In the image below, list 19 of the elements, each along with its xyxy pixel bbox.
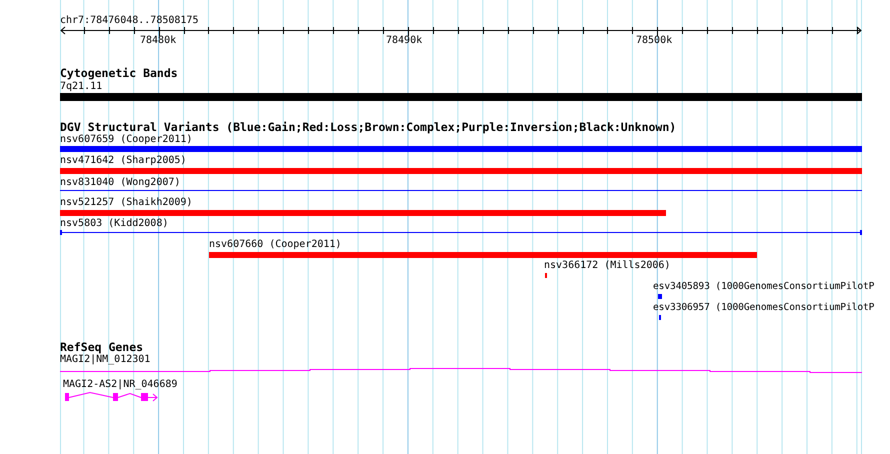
track-heading: Cytogenetic Bands	[60, 67, 178, 80]
track-heading: DGV Structural Variants (Blue:Gain;Red:Loss;Brown:Complex;Purple:Inversion;Black:Unknown)	[60, 121, 676, 134]
feature-label: nsv521257 (Shaikh2009)	[60, 197, 192, 208]
feature-label: nsv607659 (Cooper2011)	[60, 134, 192, 145]
tick-label: 78480k	[140, 35, 176, 46]
tick-label: 78500k	[636, 35, 672, 46]
feature-label: nsv366172 (Mills2006)	[544, 260, 670, 271]
coordinate-label: chr7:78476048..78508175	[60, 15, 198, 26]
feature-label: nsv5803 (Kidd2008)	[60, 218, 168, 229]
feature-label: 7q21.11	[60, 81, 102, 92]
feature-label: MAGI2|NM_012301	[60, 354, 150, 365]
feature-label: esv3405893 (1000GenomesConsortiumPilotP	[653, 281, 874, 292]
feature-label: nsv471642 (Sharp2005)	[60, 155, 186, 166]
feature-label: nsv831040 (Wong2007)	[60, 177, 180, 188]
tick-label: 78490k	[386, 35, 422, 46]
feature-label: nsv607660 (Cooper2011)	[209, 239, 342, 250]
track-heading: RefSeq Genes	[60, 341, 144, 354]
feature-label: MAGI2-AS2|NR_046689	[63, 379, 178, 390]
feature-label: esv3306957 (1000GenomesConsortiumPilotP	[653, 302, 874, 313]
